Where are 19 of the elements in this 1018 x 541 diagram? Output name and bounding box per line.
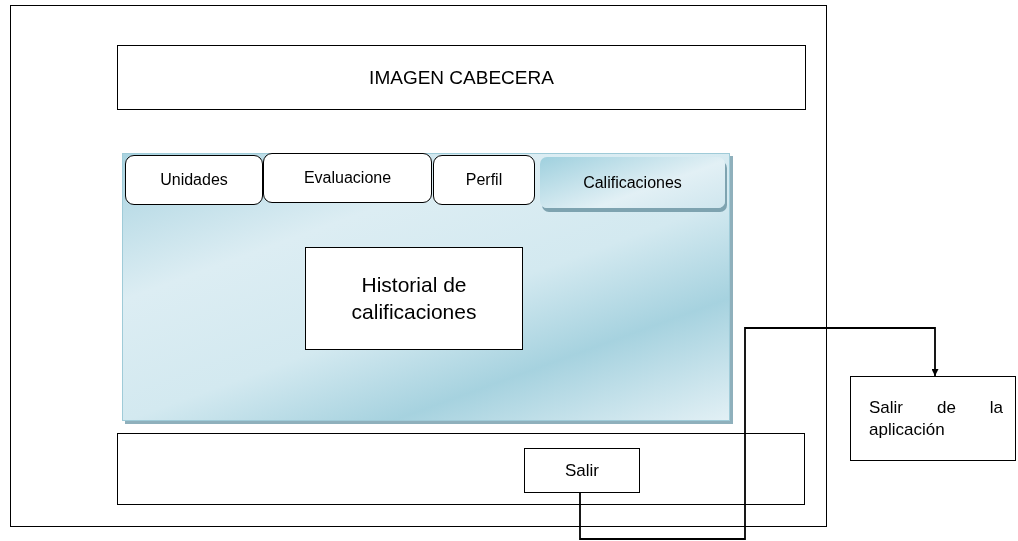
content-box bbox=[305, 247, 523, 350]
tab bbox=[263, 153, 432, 203]
box-label: Salir de la aplicación bbox=[869, 397, 1003, 440]
tab-panel bbox=[122, 153, 730, 421]
tab-label: Perfil bbox=[465, 170, 503, 190]
box-label: Salir bbox=[565, 459, 599, 482]
content-box bbox=[117, 45, 806, 110]
tab-label: Calificaciones bbox=[583, 172, 682, 193]
tab-label: Evaluacione bbox=[303, 168, 392, 188]
tab bbox=[433, 155, 535, 205]
page-frame bbox=[10, 5, 827, 527]
footer-bar bbox=[117, 433, 805, 505]
content-box bbox=[850, 376, 1016, 461]
box-label: IMAGEN CABECERA bbox=[369, 65, 554, 90]
connector-arrow bbox=[579, 327, 939, 540]
box-label: Historial de calificaciones bbox=[350, 272, 478, 325]
content-box bbox=[524, 448, 640, 493]
tab-label: Unidades bbox=[160, 170, 228, 190]
tab bbox=[125, 155, 263, 205]
